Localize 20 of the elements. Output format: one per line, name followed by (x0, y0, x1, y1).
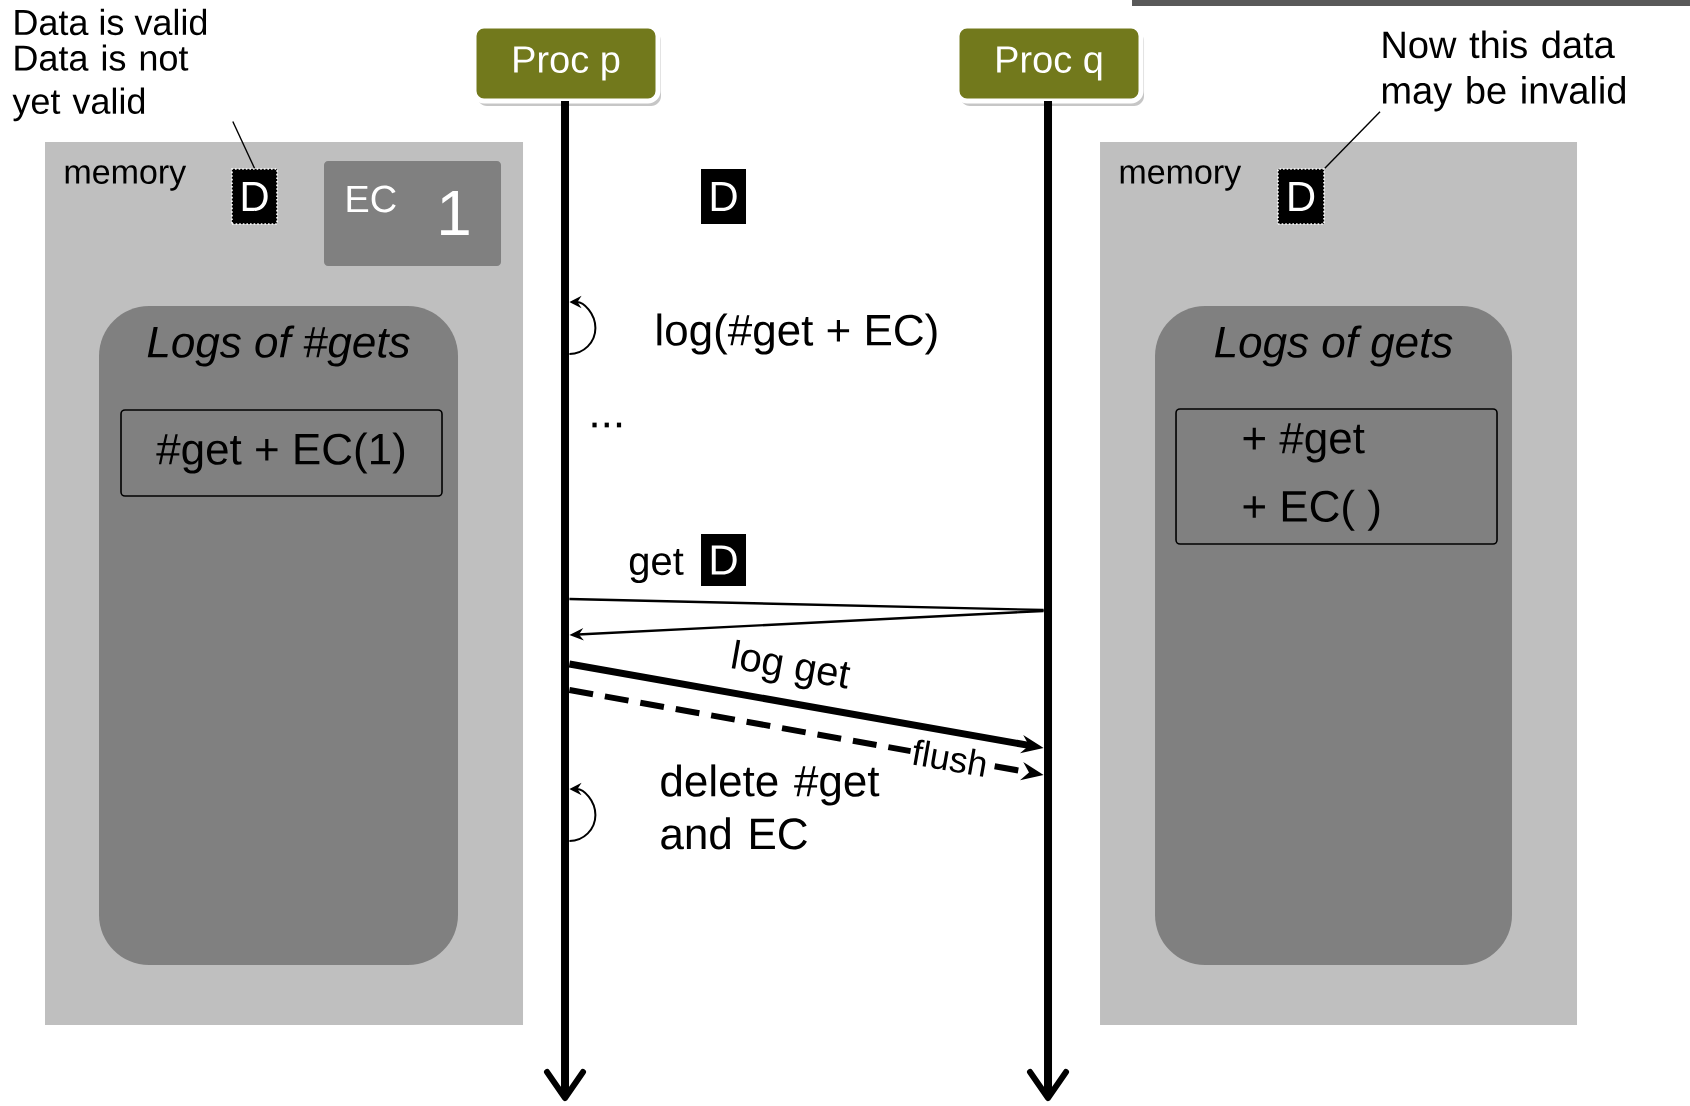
edge-label: get (629, 548, 684, 584)
data-block: D (231, 168, 278, 225)
callout-text: Data is not yet valid (12, 44, 189, 122)
log-entry-box: + #get + EC( ) (1175, 408, 1498, 545)
edge-label: log(#get + EC) (657, 313, 937, 355)
counter-box: EC 1 (324, 161, 501, 266)
callout-text: Data is valid (15, 8, 207, 36)
lifeline (1027, 101, 1069, 1101)
log-entry-box: #get + EC(1) (120, 409, 443, 497)
edge-label: flush (907, 736, 993, 780)
data-block: D (701, 534, 746, 586)
lifeline (544, 101, 586, 1101)
data-block: D (701, 169, 746, 224)
callout-text: Now this data may be invalid (1382, 30, 1625, 112)
process-header: Proc p (471, 23, 661, 106)
edge-label: log get (731, 639, 851, 690)
data-block: D (1277, 168, 1325, 225)
leader-line (1324, 111, 1381, 169)
edge-label: delete #get and EC (661, 764, 880, 850)
process-header: Proc q (954, 23, 1144, 106)
